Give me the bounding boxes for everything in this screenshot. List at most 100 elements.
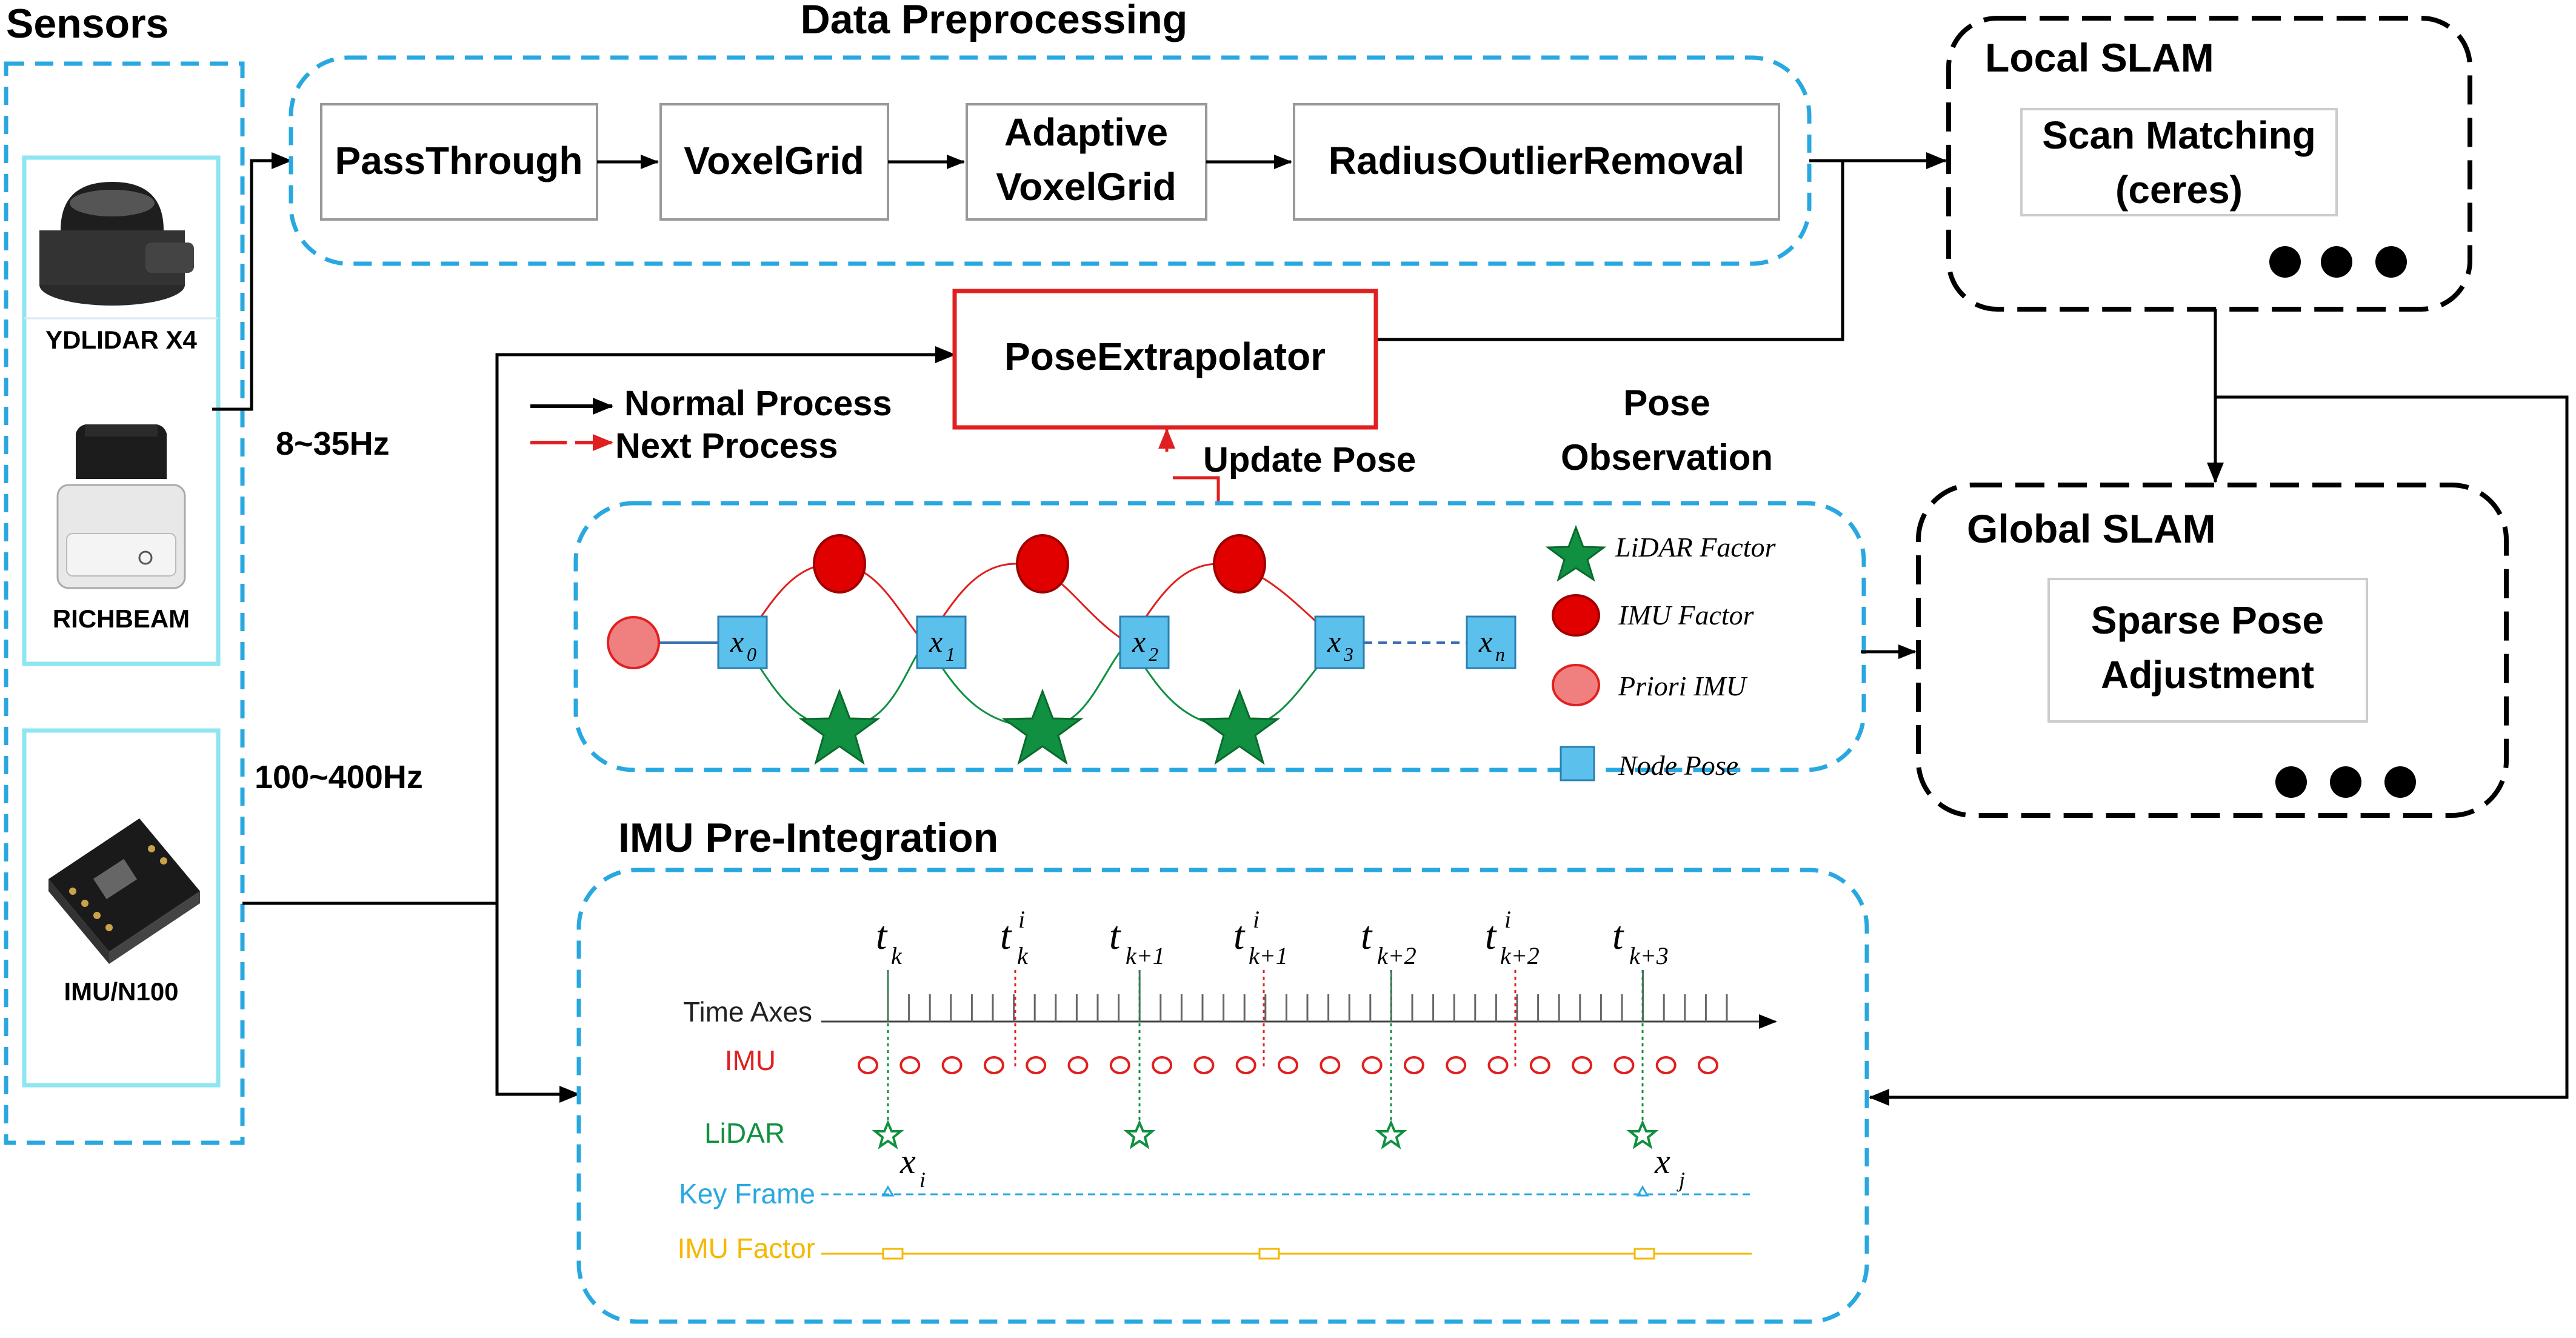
keyframe-label: x xyxy=(1654,1142,1670,1181)
keyframe-label: x xyxy=(899,1142,916,1181)
imu-factor-node xyxy=(813,534,866,594)
scan-matching-box xyxy=(2020,108,2338,216)
time-sub: k+2 xyxy=(1377,942,1416,969)
node-subscript: 3 xyxy=(1343,643,1353,665)
global-slam-title: Global SLAM xyxy=(1967,506,2216,551)
adaptive-voxelgrid-box xyxy=(966,103,1207,221)
imu-sample-icon xyxy=(1026,1056,1047,1074)
keyframe-marker-icon xyxy=(1636,1185,1649,1197)
pose-observation-title-line2: Observation xyxy=(1561,437,1773,478)
imu-group-box xyxy=(22,728,221,1088)
imu-sample-icon xyxy=(1067,1056,1089,1074)
passthrough-box xyxy=(320,103,598,221)
global-slam-container xyxy=(1916,483,2509,818)
lidar-factor-node xyxy=(1198,688,1281,765)
time-axes-label: Time Axes xyxy=(683,996,812,1028)
node-pose-legend-icon xyxy=(1560,746,1595,781)
node-subscript: n xyxy=(1495,643,1505,665)
ceres-label: (ceres) xyxy=(2115,168,2243,212)
lidar-factor-legend-label: LiDAR Factor xyxy=(1615,532,1777,563)
node-subscript: 0 xyxy=(747,643,756,665)
time-sub: k xyxy=(1017,942,1029,969)
local-slam-container xyxy=(1946,16,2472,312)
lidar-rate-label: 8~35Hz xyxy=(276,426,390,462)
passthrough-label: PassThrough xyxy=(335,139,583,182)
sparse-pose-label: Sparse Pose xyxy=(2091,598,2324,642)
time-label: t xyxy=(1109,914,1121,958)
imu-sample-icon xyxy=(1446,1056,1467,1074)
keyframe-sub: i xyxy=(919,1168,926,1192)
imu-sample-icon xyxy=(1487,1056,1509,1074)
adaptive-voxelgrid-label: VoxelGrid xyxy=(996,165,1176,209)
imu-sample-icon xyxy=(1152,1056,1173,1074)
imu-sample-icon xyxy=(1320,1056,1341,1074)
time-label: t xyxy=(1000,914,1012,958)
pose-extrapolator-box xyxy=(952,289,1378,430)
voxelgrid-label: VoxelGrid xyxy=(684,139,864,182)
time-sub: k+2 xyxy=(1500,942,1540,969)
lidar-to-preprocessing-arrow xyxy=(212,152,292,411)
imu-sample-icon xyxy=(1529,1056,1550,1074)
priori-imu-legend-label: Priori IMU xyxy=(1618,671,1748,701)
lidar-row-label: LiDAR xyxy=(704,1117,785,1149)
more-dots-icon xyxy=(2275,766,2416,798)
imu-sample-icon xyxy=(899,1056,921,1074)
time-label: t xyxy=(1485,914,1497,958)
lidar-scanner-icon xyxy=(56,424,186,589)
node-pose-legend-label: Node Pose xyxy=(1618,750,1738,781)
factor-graph: x 0 x 1 x 2 x 3 x n xyxy=(607,534,1517,765)
lidar-sample-icon xyxy=(1123,1119,1156,1149)
imu-sample-icon xyxy=(1698,1056,1718,1074)
node-subscript: 1 xyxy=(946,643,955,665)
imu-sample-icon xyxy=(1235,1056,1256,1074)
keyframe-row-label: Key Frame xyxy=(679,1178,815,1209)
keyframe-sub: j xyxy=(1677,1168,1685,1192)
time-label: t xyxy=(1361,914,1373,958)
imu-sample-icon xyxy=(1403,1056,1424,1074)
factor-legend: LiDAR Factor IMU Factor Priori IMU Node … xyxy=(1545,524,1777,781)
global-to-preintegration-arrow xyxy=(1869,395,2569,1106)
imu-factor-marker-icon xyxy=(1633,1248,1655,1260)
imu-label: IMU/N100 xyxy=(64,977,178,1006)
imu-samples xyxy=(858,1056,1718,1074)
imu-factor-marker-icon xyxy=(1258,1248,1280,1260)
node-label: x xyxy=(1132,624,1146,658)
richbeam-label: RICHBEAM xyxy=(53,604,190,633)
lidar-samples xyxy=(872,1119,1659,1149)
node-subscript: 2 xyxy=(1149,643,1158,665)
lidar-factor-legend-icon xyxy=(1545,524,1607,582)
sensors-container xyxy=(4,61,245,1145)
voxelgrid-box xyxy=(659,103,889,221)
imu-factor-row-label: IMU Factor xyxy=(678,1233,815,1264)
preprocessing-container xyxy=(289,55,1812,266)
priori-imu-node xyxy=(607,616,660,669)
imu-factor-node xyxy=(1016,534,1069,594)
lidar-sample-icon xyxy=(1626,1119,1659,1149)
imu-row-label: IMU xyxy=(725,1045,776,1076)
ydlidar-label: YDLIDAR X4 xyxy=(45,326,197,354)
time-label: t xyxy=(876,914,888,958)
imu-sample-icon xyxy=(1361,1056,1383,1074)
node-label: x xyxy=(929,624,943,658)
local-slam-title: Local SLAM xyxy=(1985,35,2214,80)
priori-imu-legend-icon xyxy=(1552,664,1600,706)
radius-outlier-label: RadiusOutlierRemoval xyxy=(1329,139,1744,182)
imu-sample-icon xyxy=(941,1056,963,1074)
radius-outlier-box xyxy=(1293,103,1780,221)
adaptive-label: Adaptive xyxy=(1004,110,1168,154)
more-dots-icon xyxy=(2269,246,2407,278)
update-pose-line xyxy=(1173,476,1220,503)
next-process-label: Next Process xyxy=(615,426,838,466)
imu-to-preintegration-arrow xyxy=(495,903,580,1103)
imu-board-icon xyxy=(48,818,200,964)
node-pose-box xyxy=(916,615,967,669)
node-pose-box xyxy=(717,615,768,669)
imu-factor-marker-icon xyxy=(882,1248,904,1260)
lidar-device-icon xyxy=(39,182,194,306)
sensors-title: Sensors xyxy=(6,1,169,47)
imu-to-extrapolator-arrow xyxy=(495,346,956,903)
local-slam-to-extrapolator-line xyxy=(1376,161,1844,341)
preintegration-title: IMU Pre-Integration xyxy=(618,815,998,861)
time-sub: k+1 xyxy=(1126,942,1165,969)
